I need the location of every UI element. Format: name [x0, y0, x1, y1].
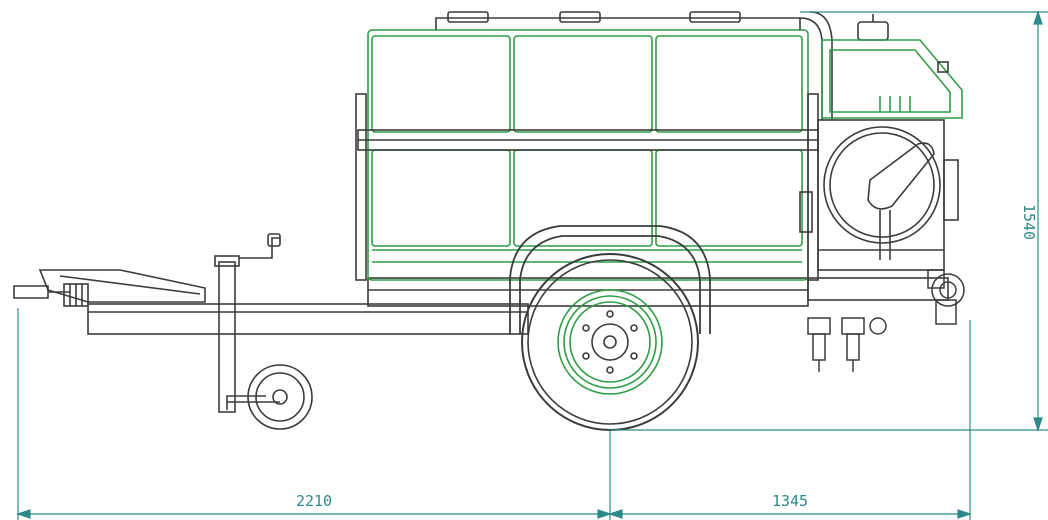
jockey-wheel — [214, 233, 313, 430]
drawbar — [13, 269, 529, 335]
dimension-lines — [16, 10, 1048, 520]
tank-frame — [355, 11, 833, 281]
dimension-label-length-front: 2210 — [296, 492, 332, 510]
hose-reel — [799, 119, 959, 271]
dimension-label-height: 1540 — [1020, 204, 1038, 240]
engine-unit — [821, 14, 963, 119]
water-tank — [367, 29, 809, 281]
rear-valves — [807, 269, 965, 372]
dimension-label-length-rear: 1345 — [772, 492, 808, 510]
mudguard — [509, 225, 711, 334]
chassis-rail — [367, 277, 949, 307]
